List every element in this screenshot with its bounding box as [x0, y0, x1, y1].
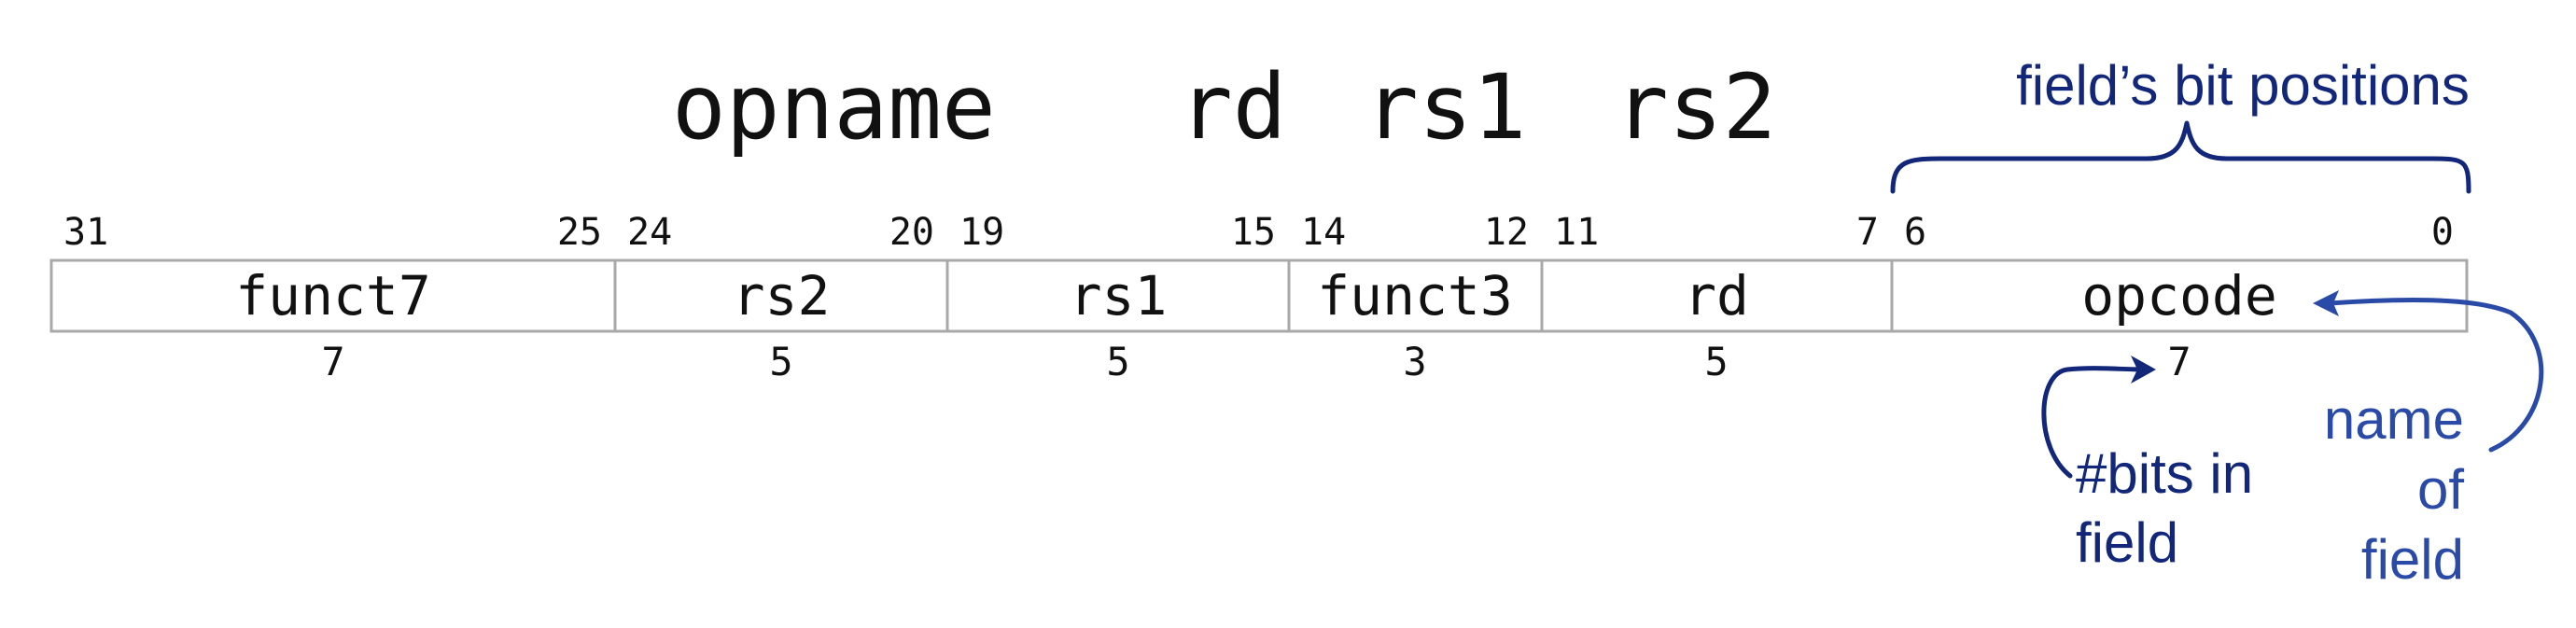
field-name-funct3: funct3	[1317, 264, 1513, 328]
field-box-funct7	[49, 258, 617, 333]
field-box-rd	[1540, 258, 1894, 333]
name-of-field-label-line1: name	[2324, 388, 2464, 451]
bit-hi-opcode: 6	[1904, 211, 1926, 254]
curved-arrow-icon	[2327, 297, 2544, 453]
bit-positions-label: field’s bit positions	[2016, 54, 2470, 117]
bit-lo-rs2: 20	[889, 211, 934, 254]
name-of-field-label-line2: of	[2417, 458, 2464, 521]
bit-lo-funct3: 12	[1484, 211, 1529, 254]
opname-text: opname	[672, 55, 996, 160]
field-width-rs2: 5	[769, 339, 792, 384]
rd-text: rd	[1179, 55, 1287, 160]
bit-lo-rs1: 15	[1231, 211, 1276, 254]
arrowhead-icon	[2313, 290, 2339, 316]
bits-in-field-label-line2: field	[2076, 511, 2178, 574]
bits-in-field-annotation: #bits in field	[2041, 356, 2253, 574]
field-widths: 7 5 5 3 5 7	[321, 339, 2191, 384]
bit-lo-opcode: 0	[2431, 211, 2454, 254]
field-width-rd: 5	[1704, 339, 1728, 384]
field-box-opcode	[1890, 258, 2469, 333]
bit-hi-funct7: 31	[63, 211, 108, 254]
field-names: funct7 rs2 rs1 funct3 rd opcode	[235, 264, 2277, 328]
bit-hi-rd: 11	[1554, 211, 1599, 254]
field-box-rs1	[945, 258, 1291, 333]
curly-brace-icon	[1890, 120, 2471, 194]
rs2-text: rs2	[1615, 55, 1776, 160]
field-name-funct7: funct7	[235, 264, 431, 328]
name-of-field-label-line3: field	[2361, 528, 2464, 591]
field-width-funct7: 7	[321, 339, 344, 384]
name-of-field-annotation: name of field	[2313, 290, 2544, 591]
field-boxes	[49, 258, 2469, 333]
bit-hi-funct3: 14	[1301, 211, 1346, 254]
field-width-rs1: 5	[1106, 339, 1129, 384]
rs1-text: rs1	[1365, 55, 1526, 160]
arrowhead-icon	[2131, 356, 2156, 384]
bits-in-field-label-line1: #bits in	[2076, 442, 2253, 505]
field-width-opcode: 7	[2167, 339, 2191, 384]
bit-lo-funct7: 25	[557, 211, 602, 254]
bit-lo-rd: 7	[1856, 211, 1879, 254]
field-name-opcode: opcode	[2081, 264, 2277, 328]
bit-positions-annotation: field’s bit positions	[1890, 54, 2471, 194]
curved-arrow-icon	[2041, 366, 2149, 479]
bit-position-labels: 31 25 24 20 19 15 14 12 11 7 6 0	[63, 211, 2454, 254]
bit-hi-rs2: 24	[627, 211, 672, 254]
field-box-rs2	[613, 258, 949, 333]
field-name-rs2: rs2	[733, 264, 831, 328]
instruction-syntax: opname rd rs1 rs2	[672, 55, 1776, 160]
bit-hi-rs1: 19	[959, 211, 1004, 254]
field-width-funct3: 3	[1403, 339, 1426, 384]
field-name-rs1: rs1	[1070, 264, 1168, 328]
field-name-rd: rd	[1684, 264, 1749, 328]
